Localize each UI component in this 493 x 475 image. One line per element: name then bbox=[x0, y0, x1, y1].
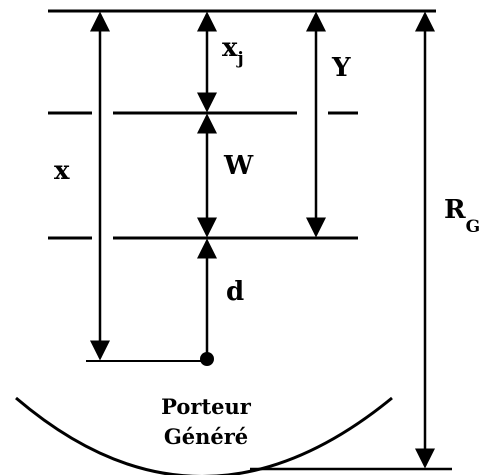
label-rg: RG bbox=[444, 195, 480, 237]
label-xj-main: x bbox=[222, 33, 238, 63]
label-w: W bbox=[223, 151, 254, 181]
label-xj: xj bbox=[222, 33, 244, 69]
label-carrier-line2: Généré bbox=[164, 424, 248, 449]
label-d: d bbox=[226, 277, 244, 307]
label-carrier-line1: Porteur bbox=[161, 394, 252, 419]
label-rg-main: R bbox=[444, 195, 466, 225]
carrier-arc bbox=[15, 396, 393, 475]
label-rg-subscript: G bbox=[466, 217, 481, 237]
label-y: Y bbox=[331, 53, 351, 83]
label-x: x bbox=[54, 156, 70, 186]
carrier-dot bbox=[200, 352, 214, 366]
label-xj-subscript: j bbox=[236, 49, 244, 69]
